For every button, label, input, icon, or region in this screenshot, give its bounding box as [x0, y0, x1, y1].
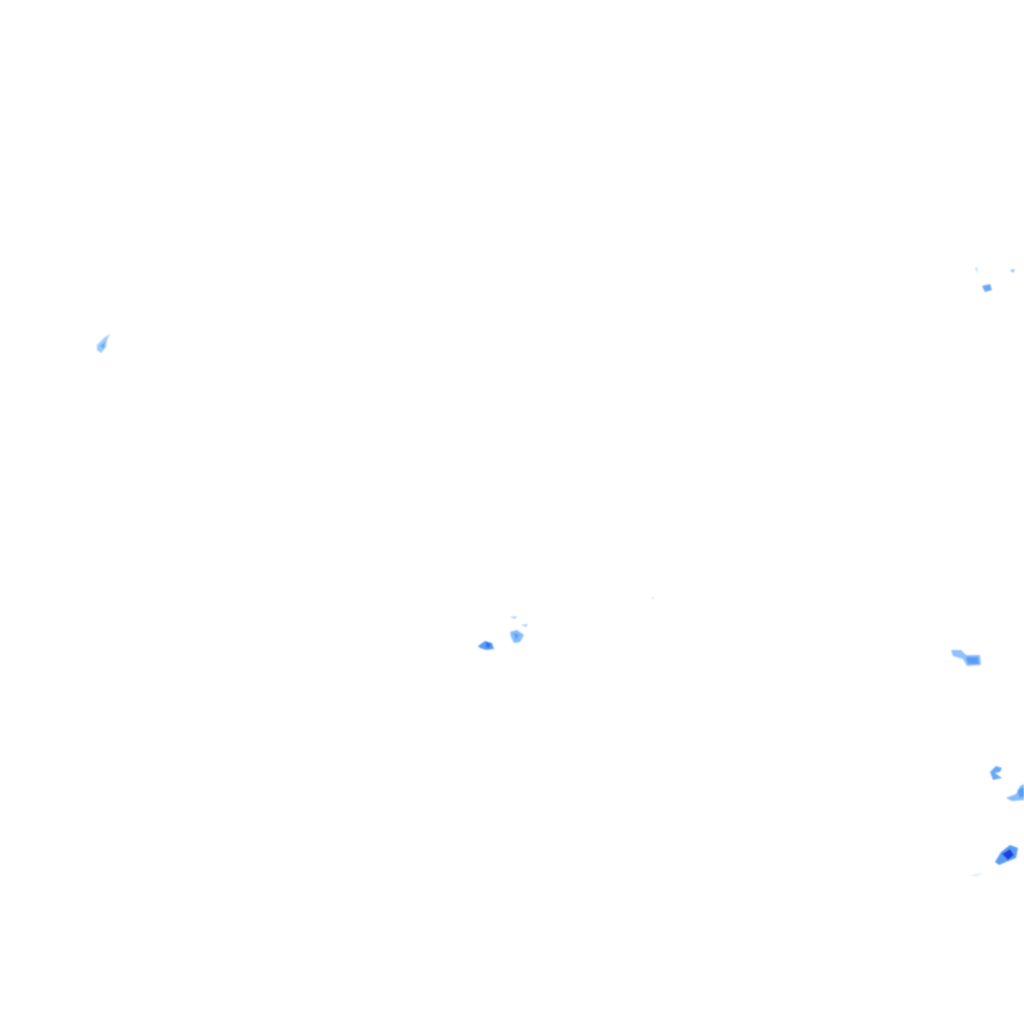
echo-cell — [975, 267, 978, 274]
echo-cell — [1010, 269, 1015, 273]
echo-west — [97, 334, 110, 353]
echo-cell — [510, 616, 517, 619]
echo-cell — [970, 873, 983, 876]
echo-cell — [1018, 787, 1024, 797]
echo-cell — [966, 657, 979, 664]
echo-southeast — [970, 766, 1024, 876]
echo-cell — [100, 342, 105, 349]
echo-center — [478, 597, 654, 650]
echo-cell — [521, 624, 528, 627]
echo-east — [951, 650, 981, 666]
echo-northeast — [975, 267, 1015, 292]
echo-cell — [982, 284, 992, 292]
echo-cell — [486, 642, 491, 648]
echo-cell — [1002, 849, 1014, 860]
echo-cell — [990, 766, 1002, 780]
echo-cell — [514, 633, 519, 640]
echo-cell — [652, 597, 654, 599]
